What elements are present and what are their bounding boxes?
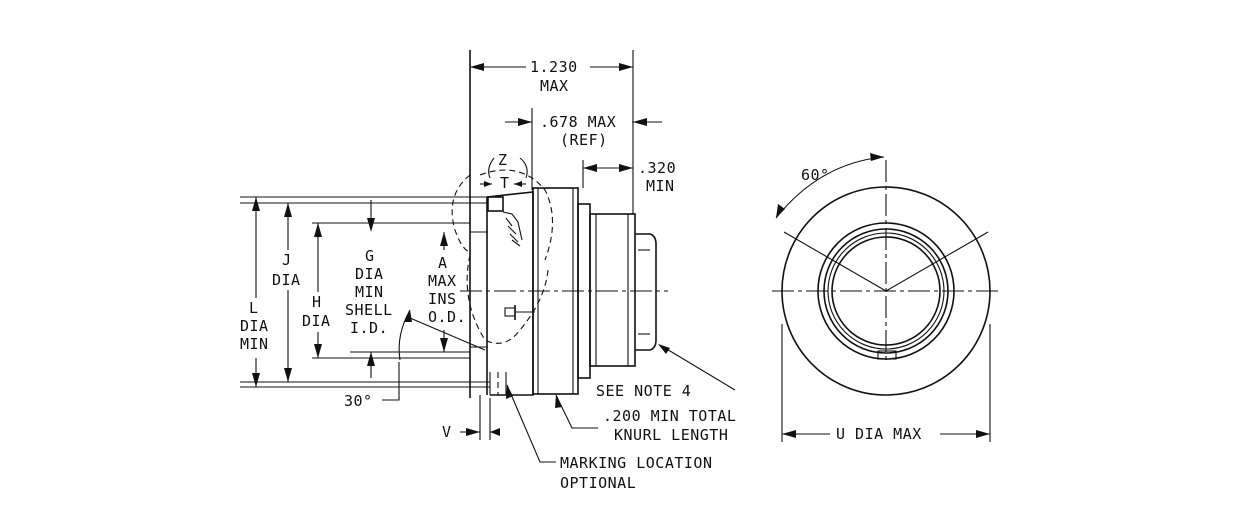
marking-note-2: OPTIONAL — [560, 474, 636, 492]
dim-overall-length-qual: MAX — [540, 77, 569, 95]
dim-h-1: H — [312, 293, 322, 311]
dim-overall-length: 1.230 — [530, 58, 578, 76]
dim-g-2: DIA — [355, 265, 384, 283]
dim-j-2: DIA — [272, 271, 301, 289]
dim-a-3: INS — [428, 290, 457, 308]
dim-a-4: O.D. — [428, 308, 466, 326]
label-t: T — [500, 174, 510, 192]
knurl-note-1: .200 MIN TOTAL — [603, 407, 736, 425]
knurl-note-2: KNURL LENGTH — [614, 426, 728, 444]
dim-l-1: L — [249, 299, 259, 317]
dim-j-1: J — [282, 251, 292, 269]
dim-angle-60: 60° — [801, 166, 830, 184]
dim-a-2: MAX — [428, 272, 457, 290]
dim-l-2: DIA — [240, 317, 269, 335]
dim-v: V — [442, 423, 452, 441]
dim-g-1: G — [365, 247, 375, 265]
dim-u-dia: U DIA MAX — [836, 425, 922, 443]
side-view: 1.230 MAX .678 MAX (REF) .320 MIN Z T — [236, 50, 736, 492]
dim-g-3: MIN — [355, 283, 384, 301]
marking-note-1: MARKING LOCATION — [560, 454, 713, 472]
front-view: 60° U DIA MAX — [772, 153, 1000, 443]
dim-678-ref: (REF) — [560, 131, 608, 149]
dim-a-1: A — [438, 254, 448, 272]
dim-g-4: SHELL — [345, 301, 393, 319]
label-z: Z — [498, 151, 508, 169]
see-note-4: SEE NOTE 4 — [596, 382, 691, 400]
dim-320-qual: MIN — [646, 177, 675, 195]
dim-l-3: MIN — [240, 335, 269, 353]
dim-g-5: I.D. — [350, 319, 388, 337]
dim-320: .320 — [638, 159, 676, 177]
dim-678: .678 MAX — [540, 113, 616, 131]
dim-angle-30: 30° — [344, 392, 373, 410]
dim-h-2: DIA — [302, 312, 331, 330]
